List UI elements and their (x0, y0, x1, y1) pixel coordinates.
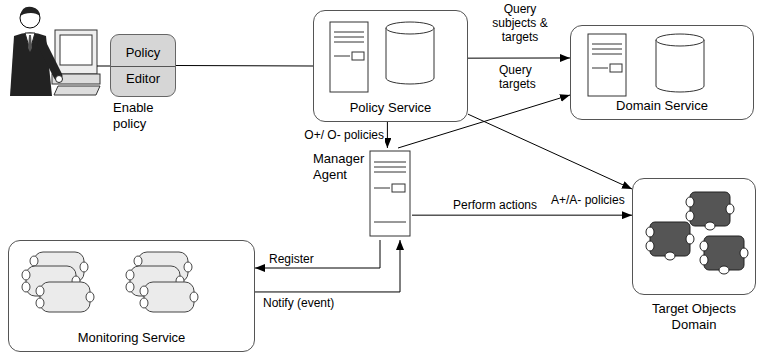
monitoring-service: Monitoring Service (8, 240, 255, 352)
domain-server-icons (588, 34, 704, 96)
connector-arrow (468, 114, 632, 189)
edge-label: Notify (event) (262, 296, 335, 310)
connector-arrow (387, 122, 388, 148)
connector-arrow (255, 240, 380, 268)
node-label: Domain Service (616, 98, 708, 114)
node-label: Manager Agent (313, 151, 367, 183)
manager-server-icon (370, 151, 410, 236)
manager-agent: Manager Agent (312, 148, 412, 240)
connector-arrow (176, 65, 313, 67)
edge-label: Perform actions (452, 198, 538, 212)
node-label: Policy Service (350, 100, 432, 116)
edge-label: Query subjects & targets (487, 2, 553, 44)
node-label: Policy Editor (118, 40, 168, 92)
editor-divider (111, 66, 175, 67)
monitoring-components (22, 252, 198, 312)
edge-label: Register (268, 252, 315, 266)
policy-editor: Policy Editor (110, 34, 176, 97)
policy-service: Policy Service (313, 10, 468, 122)
edge-label: A+/A- policies (550, 193, 626, 207)
domain-service: Domain Service (570, 25, 754, 120)
edge-label: Query targets (498, 63, 550, 91)
policy-server-icons (330, 22, 434, 92)
connector-arrow (412, 215, 632, 216)
node-label: Target Objects Domain (642, 301, 746, 335)
target-objects-domain: Target Objects Domain (632, 178, 756, 335)
edge-label: O+/ O- policies (288, 128, 385, 142)
node-label: Monitoring Service (78, 330, 186, 346)
free-label: Enable policy (112, 100, 174, 132)
person-at-computer (10, 7, 110, 96)
connector-arrow (468, 57, 570, 58)
connector-arrow (255, 240, 400, 292)
target-domain-frame (632, 178, 756, 295)
target-components (646, 192, 748, 274)
